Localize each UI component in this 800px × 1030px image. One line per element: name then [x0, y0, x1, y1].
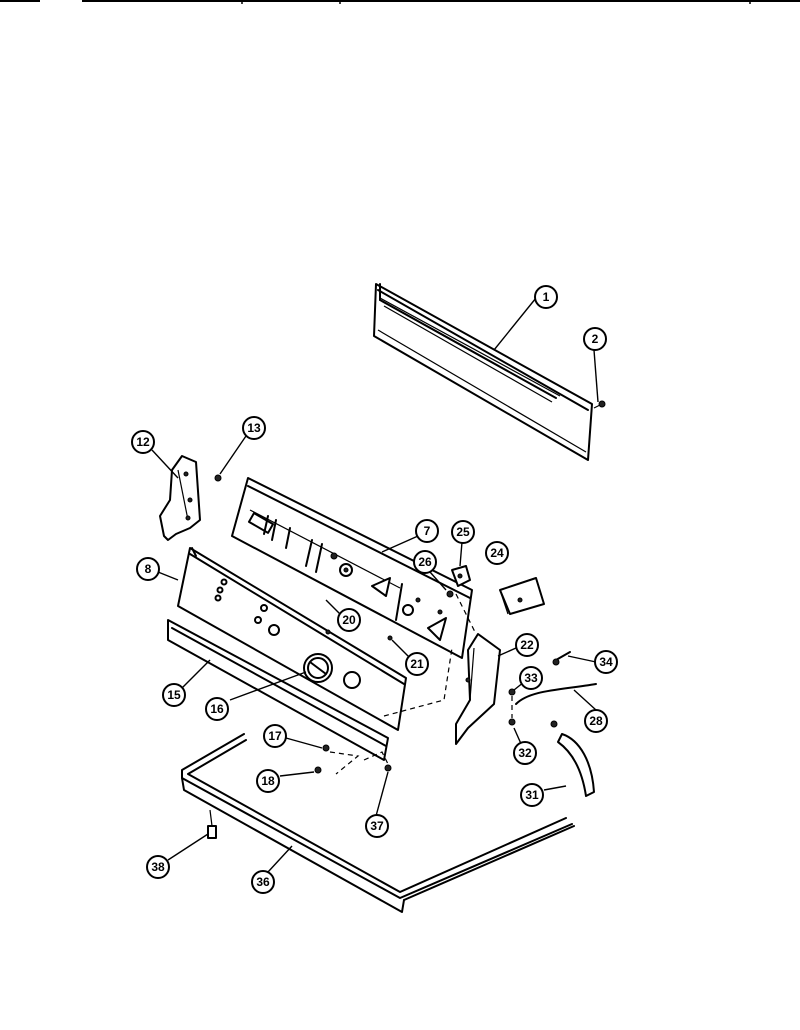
callout-15: 15	[162, 683, 186, 707]
callout-12: 12	[131, 430, 155, 454]
part-trim-strip	[167, 619, 389, 761]
part-screw-2	[593, 400, 606, 409]
part-right-bracket	[455, 633, 501, 745]
callout-17: 17	[263, 724, 287, 748]
part-screw-37	[384, 764, 392, 772]
svg-text:15: 15	[167, 688, 181, 702]
svg-text:13: 13	[247, 421, 261, 435]
svg-text:34: 34	[599, 655, 613, 669]
part-lamp-cover-31	[550, 720, 595, 797]
part-screw-33	[508, 688, 516, 696]
svg-text:37: 37	[370, 819, 384, 833]
part-rear-panel	[373, 283, 593, 461]
callout-32: 32	[513, 741, 537, 765]
part-clip-32	[508, 696, 516, 726]
part-control-panel	[231, 477, 473, 659]
svg-text:36: 36	[256, 875, 270, 889]
part-front-panel	[177, 547, 407, 731]
part-top-frame	[181, 733, 575, 913]
assembly-lines	[329, 593, 477, 775]
part-timer-24	[499, 577, 545, 615]
part-switch-25	[451, 565, 471, 587]
part-screw-18	[314, 766, 322, 774]
part-clip-34	[552, 651, 571, 666]
part-left-bracket	[159, 455, 201, 541]
callout-7: 7	[415, 519, 439, 543]
svg-text:2: 2	[592, 332, 599, 346]
part-wire-28	[515, 683, 597, 705]
callout-36: 36	[251, 870, 275, 894]
svg-text:22: 22	[520, 638, 534, 652]
svg-text:25: 25	[456, 525, 470, 539]
part-screw-17	[322, 744, 330, 752]
svg-text:20: 20	[342, 613, 356, 627]
callout-2: 2	[583, 327, 607, 351]
callout-34: 34	[594, 650, 618, 674]
callout-37: 37	[365, 814, 389, 838]
callout-20: 20	[337, 608, 361, 632]
svg-text:12: 12	[136, 435, 150, 449]
part-bracket-26	[446, 590, 454, 598]
svg-text:26: 26	[418, 555, 432, 569]
svg-text:33: 33	[524, 671, 538, 685]
svg-text:38: 38	[151, 860, 165, 874]
callout-18: 18	[256, 769, 280, 793]
svg-text:21: 21	[410, 657, 424, 671]
part-screw-13	[214, 474, 222, 482]
callout-16: 16	[205, 697, 229, 721]
part-clip-38	[207, 809, 217, 839]
callout-33: 33	[519, 666, 543, 690]
callout-24: 24	[485, 541, 509, 565]
svg-text:24: 24	[490, 546, 504, 560]
part-timer-knob	[303, 653, 333, 683]
callout-21: 21	[405, 652, 429, 676]
callout-28: 28	[584, 709, 608, 733]
callout-25: 25	[451, 520, 475, 544]
callout-31: 31	[520, 783, 544, 807]
svg-text:18: 18	[261, 774, 275, 788]
svg-text:8: 8	[145, 562, 152, 576]
callout-1: 1	[534, 285, 558, 309]
callout-22: 22	[515, 633, 539, 657]
svg-text:16: 16	[210, 702, 224, 716]
callout-26: 26	[413, 550, 437, 574]
svg-text:28: 28	[589, 714, 603, 728]
callout-13: 13	[242, 416, 266, 440]
top-border	[0, 0, 800, 4]
svg-text:17: 17	[268, 729, 282, 743]
callout-38: 38	[146, 855, 170, 879]
svg-text:7: 7	[424, 524, 431, 538]
svg-text:32: 32	[518, 746, 532, 760]
callout-8: 8	[136, 557, 160, 581]
svg-text:1: 1	[543, 290, 550, 304]
svg-text:31: 31	[525, 788, 539, 802]
